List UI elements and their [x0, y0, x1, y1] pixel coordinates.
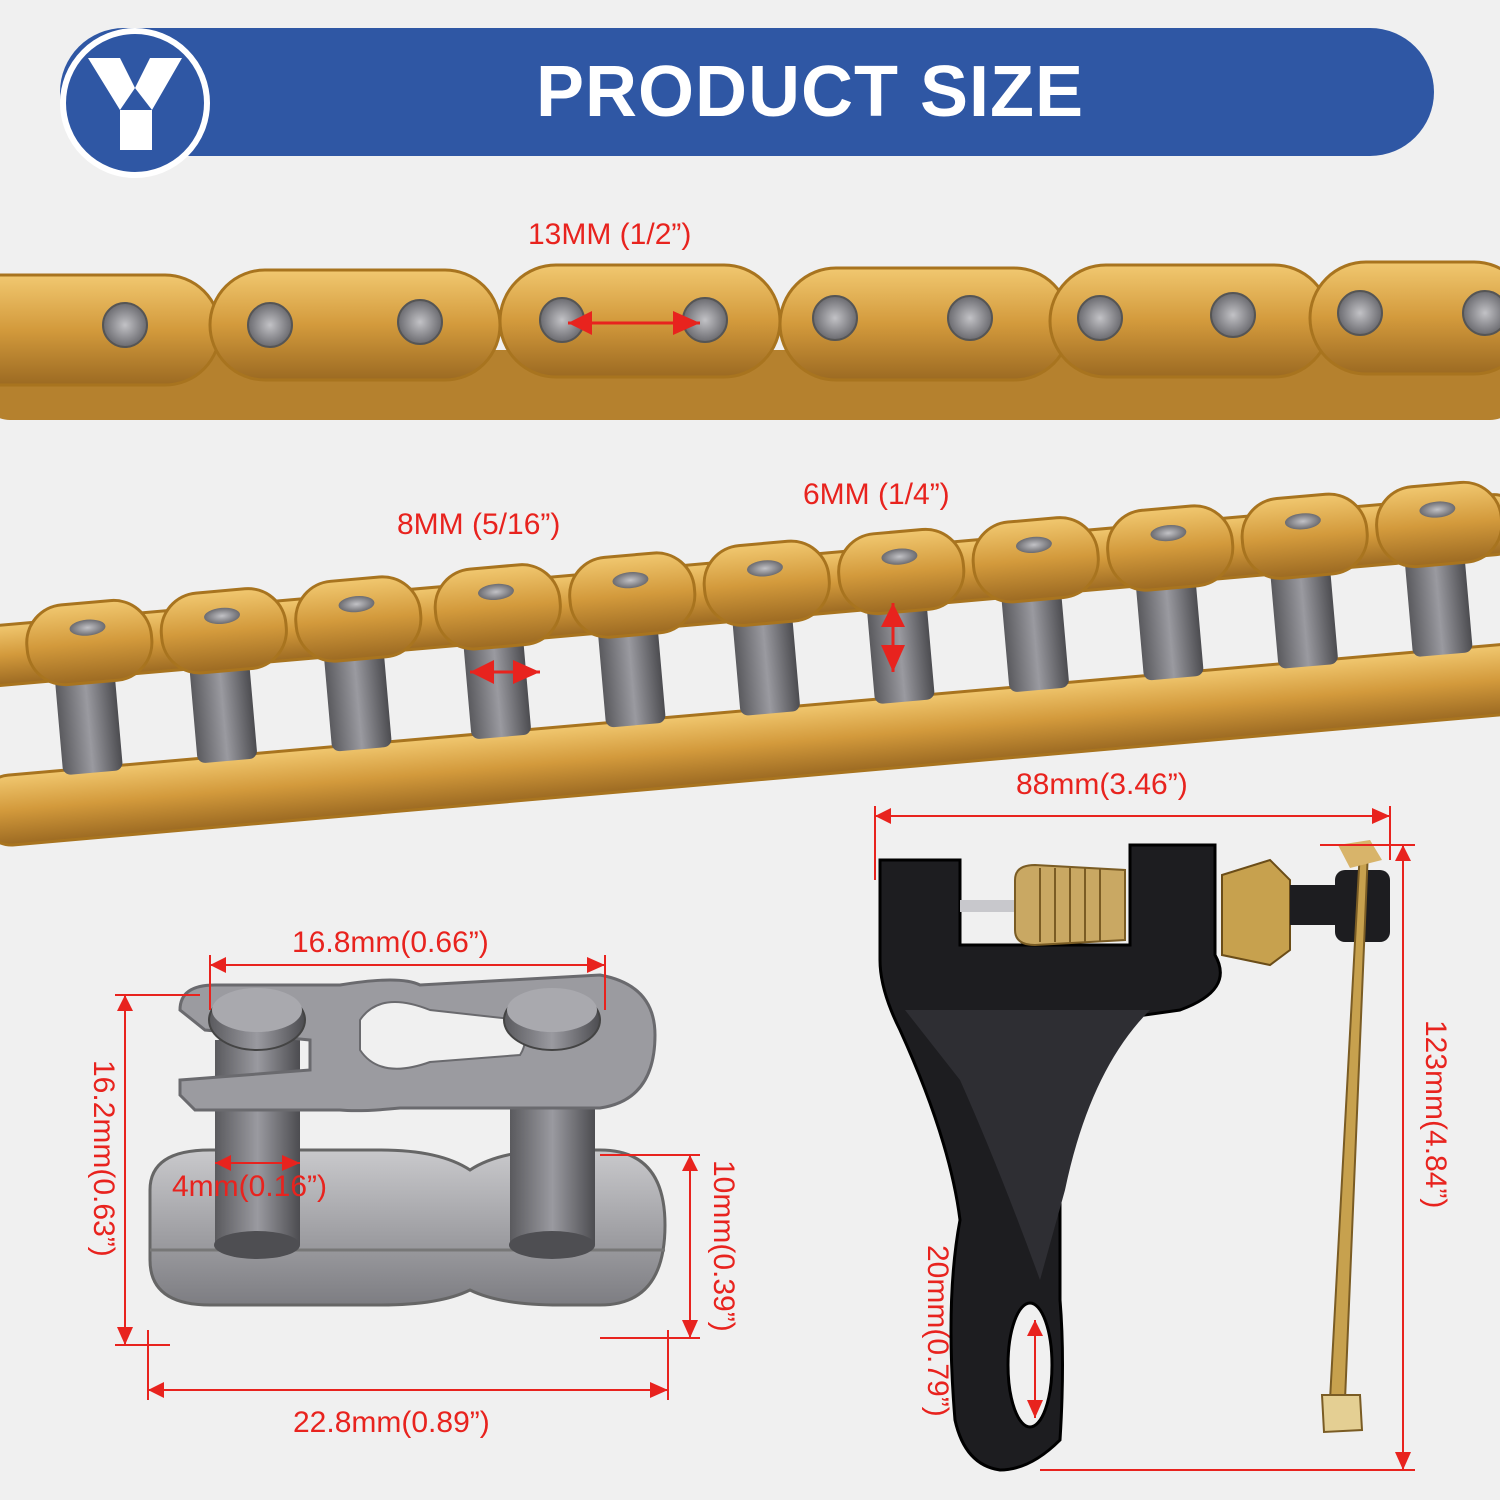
page-title: PRODUCT SIZE — [535, 52, 1085, 132]
master-link-dimension-lines — [115, 955, 700, 1400]
pin-diameter-label: 4mm(0.16”) — [172, 1170, 328, 1203]
tool-dimension-lines — [874, 806, 1415, 1471]
master-link-height-label: 16.2mm(0.63”) — [87, 1060, 120, 1257]
tool-height-label: 123mm(4.84”) — [1419, 1020, 1452, 1209]
chain-breaker-tool — [878, 840, 1390, 1472]
y-logo-icon — [60, 28, 210, 178]
master-link-length-label: 22.8mm(0.89”) — [293, 1406, 490, 1439]
master-link-width-label: 16.8mm(0.66”) — [292, 926, 489, 959]
pitch-label: 13MM (1/2”) — [528, 218, 692, 251]
roller-width-label: 8MM (5/16”) — [397, 508, 561, 541]
master-link — [148, 973, 667, 1307]
y-logo-glyph — [88, 58, 182, 150]
roller-diameter-label: 6MM (1/4”) — [803, 478, 950, 511]
top-chain — [0, 260, 1500, 420]
tool-width-label: 88mm(3.46”) — [1016, 768, 1188, 801]
bottom-chain — [0, 480, 1500, 847]
header-banner — [60, 28, 1434, 156]
plate-height-label: 10mm(0.39”) — [707, 1160, 740, 1332]
tool-slot-label: 20mm(0.79”) — [921, 1245, 954, 1417]
